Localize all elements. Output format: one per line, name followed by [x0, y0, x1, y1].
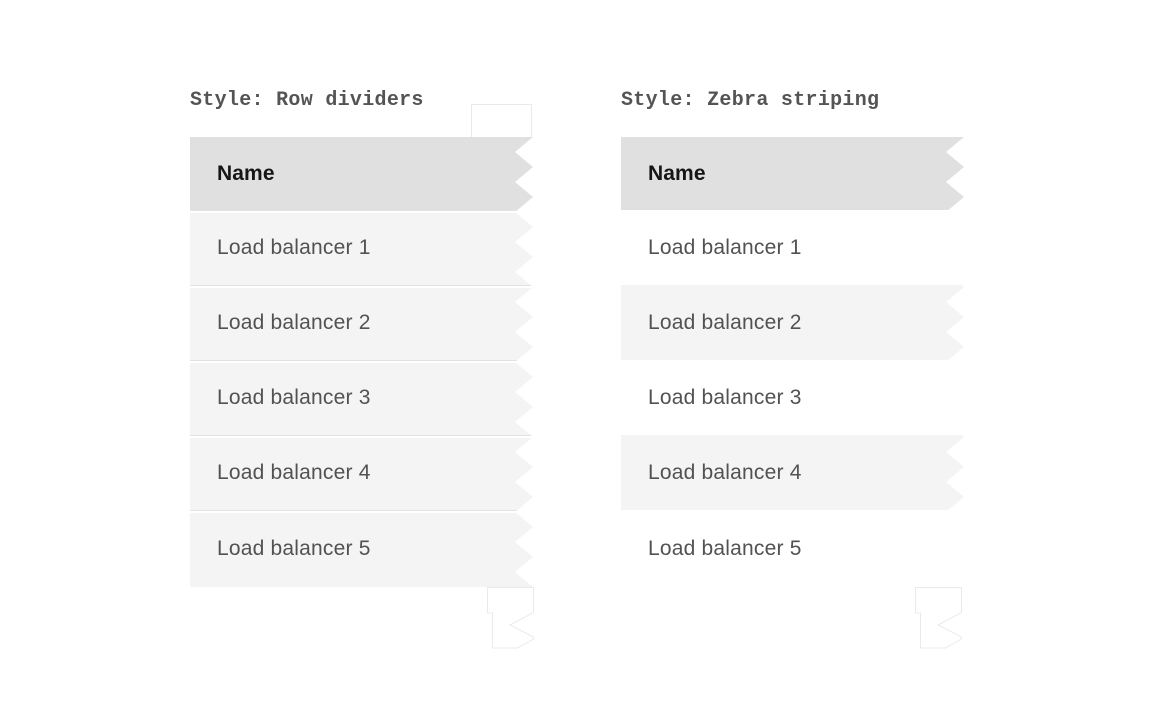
table-cell: Load balancer 2	[648, 310, 802, 334]
table-row: Load balancer 5	[190, 510, 533, 587]
example-zebra-striping: Style: Zebra striping Name Load balancer…	[621, 90, 964, 660]
table-row: Load balancer 2	[621, 285, 964, 360]
table-header-row: Name	[621, 137, 964, 210]
table-cell: Load balancer 4	[217, 461, 371, 484]
torn-edge-top-decoration	[471, 104, 532, 137]
table-row: Load balancer 1	[190, 210, 533, 285]
example-label-row-dividers: Style: Row dividers	[190, 89, 424, 112]
table-cell: Load balancer 5	[648, 536, 802, 560]
table-cell: Load balancer 3	[217, 386, 371, 409]
table-cell: Load balancer 2	[217, 311, 371, 334]
example-row-dividers: Style: Row dividers Name Load balancer 1…	[190, 89, 534, 660]
table-header-row: Name	[190, 137, 533, 210]
table-row: Load balancer 2	[190, 285, 533, 360]
table-cell: Load balancer 3	[648, 385, 802, 409]
table-cell: Load balancer 1	[648, 235, 802, 259]
column-header-name: Name	[217, 161, 275, 185]
table-row: Load balancer 3	[190, 360, 533, 435]
torn-edge-bottom-decoration	[487, 587, 534, 649]
table-cell: Load balancer 4	[648, 460, 802, 484]
data-table-row-dividers: Name Load balancer 1 Load balancer 2 Loa…	[190, 137, 533, 587]
column-header-name: Name	[648, 161, 706, 185]
example-label-zebra-striping: Style: Zebra striping	[621, 89, 880, 112]
table-row: Load balancer 1	[621, 210, 964, 285]
torn-edge-bottom-decoration	[915, 587, 962, 649]
table-row: Load balancer 4	[621, 435, 964, 510]
table-row: Load balancer 4	[190, 435, 533, 510]
table-row: Load balancer 5	[621, 510, 964, 587]
table-cell: Load balancer 1	[217, 236, 371, 259]
table-row: Load balancer 3	[621, 360, 964, 435]
data-table-zebra-striping: Name Load balancer 1 Load balancer 2 Loa…	[621, 137, 964, 587]
table-cell: Load balancer 5	[217, 537, 371, 560]
